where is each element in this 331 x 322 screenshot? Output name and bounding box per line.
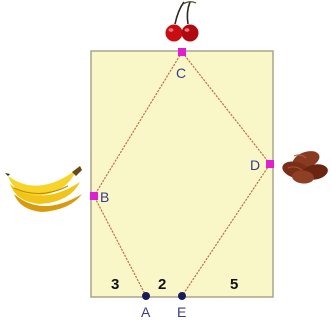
point-c-marker — [178, 48, 186, 56]
cherry-icon — [165, 1, 199, 42]
point-c-label: C — [176, 65, 186, 81]
point-a-marker — [142, 292, 150, 300]
point-d-label: D — [250, 157, 260, 173]
point-b-label: B — [100, 189, 109, 205]
ball-path-a — [93, 50, 271, 297]
point-b-marker — [90, 192, 98, 200]
point-d-marker — [266, 160, 274, 168]
dates-icon — [282, 151, 328, 184]
point-e-marker — [178, 292, 186, 300]
segment-middle-label: 2 — [158, 276, 166, 293]
segment-right-label: 5 — [230, 276, 238, 293]
point-e-label: E — [177, 304, 186, 320]
segment-left-label: 3 — [111, 276, 119, 293]
point-a-label: A — [141, 304, 151, 320]
banana-icon — [5, 166, 82, 212]
board-rectangle — [90, 50, 274, 298]
